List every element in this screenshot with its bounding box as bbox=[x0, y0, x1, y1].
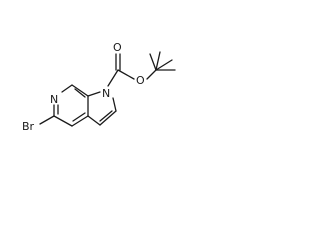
bond-c5-c4 bbox=[53, 115, 73, 127]
bond-n1-carbonyl-carbon bbox=[107, 69, 119, 87]
bond-tbu-methyl-up bbox=[149, 53, 157, 71]
atom-label-o-ester: O bbox=[136, 74, 145, 87]
atom-label-o-carbonyl: O bbox=[113, 41, 122, 54]
molecule-structure: N N O O Br bbox=[22, 41, 176, 133]
bond-c7a-c7 bbox=[71, 84, 89, 97]
bond-tbu-methyl-down-a bbox=[155, 51, 161, 71]
structure-canvas: N N O O Br bbox=[0, 0, 202, 153]
bond-c7a-n1 bbox=[87, 91, 101, 97]
atom-label-br: Br bbox=[22, 120, 35, 133]
atom-label-n-pyrrole: N bbox=[102, 87, 110, 100]
bond-c5-br bbox=[39, 115, 55, 125]
bond-carbonyl-ester-o bbox=[117, 69, 135, 80]
bond-c3-c3a bbox=[87, 115, 101, 126]
bond-c2-c3 bbox=[99, 110, 117, 126]
bond-c7-c7a-double bbox=[74, 88, 86, 98]
bond-c4-c3a bbox=[71, 115, 89, 127]
bond-tbu-methyl-down-b bbox=[155, 59, 173, 71]
bond-c4-c3a-double bbox=[72, 112, 86, 122]
bond-c7-n6 bbox=[61, 84, 73, 93]
bond-c2-c3-double bbox=[99, 110, 113, 122]
bond-n1-c2 bbox=[112, 97, 117, 112]
atom-label-n-pyridine: N bbox=[50, 93, 58, 106]
bond-ester-o-tbu bbox=[146, 69, 157, 80]
